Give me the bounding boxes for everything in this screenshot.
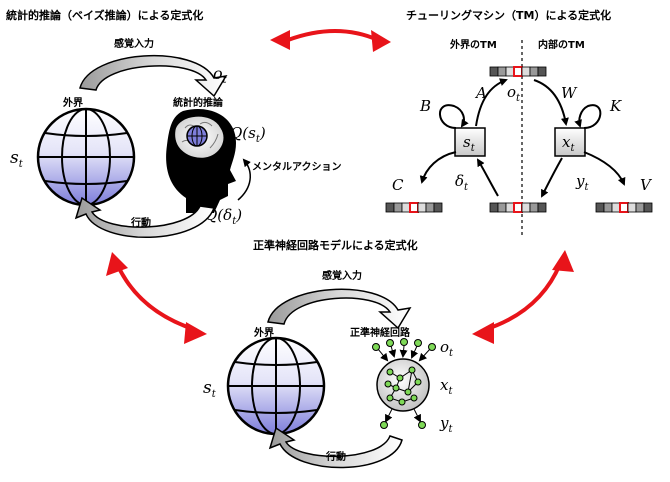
neural-sensory-arrow [267, 288, 412, 330]
tm-obs-symbol: ot [507, 83, 521, 104]
tm-tape-bottom-center [489, 202, 547, 213]
neural-circuit-icon [372, 338, 436, 429]
tm-panel: チューリングマシン（TM）による定式化 外界のTM 内部のTM [385, 8, 653, 238]
mental-action-label: メンタルアクション [252, 161, 342, 173]
sensory-input-arrow [79, 54, 228, 98]
red-arrow-right [472, 250, 574, 344]
svg-text:st: st [463, 133, 476, 154]
external-state-box: st [454, 127, 486, 157]
tm-arrows [419, 78, 626, 198]
neural-title: 正準神経回路モデルによる定式化 [253, 238, 418, 252]
state-symbol: st [10, 148, 24, 170]
tm-tape-bottom-right [595, 202, 653, 213]
bayes-panel: 統計的推論（ベイズ推論）による定式化 感覚入力 外界 統計的推論 ot st Q… [6, 8, 342, 238]
tm-label-V: V [640, 176, 653, 194]
neural-state-symbol: st [203, 378, 217, 400]
svg-text:xt: xt [562, 133, 575, 154]
neural-world-label: 外界 [253, 326, 274, 339]
tm-label-C: C [392, 176, 404, 194]
red-link-arrows [106, 29, 574, 344]
tm-y-symbol: yt [575, 172, 589, 193]
bayes-title: 統計的推論（ベイズ推論）による定式化 [6, 8, 203, 22]
world-globe-icon [36, 107, 136, 207]
sensory-input-label: 感覚入力 [114, 37, 154, 50]
internal-state-box: xt [554, 127, 586, 157]
neural-panel: 正準神経回路モデルによる定式化 感覚入力 外界 正準神経回路 st [203, 238, 454, 469]
neural-sensory-label: 感覚入力 [322, 269, 362, 282]
tm-tape-top [489, 66, 547, 77]
neural-x-symbol: xt [440, 376, 453, 397]
tm-label-B: B [419, 97, 431, 115]
neural-obs-symbol: ot [440, 338, 454, 359]
action-label: 行動 [130, 216, 151, 229]
inference-label: 統計的推論 [173, 96, 224, 109]
external-tm-label: 外界のTM [449, 38, 497, 51]
head-silhouette-icon [166, 109, 236, 213]
world-label: 外界 [62, 96, 83, 109]
neural-y-symbol: yt [439, 414, 453, 435]
tm-delta-symbol: δt [455, 172, 469, 193]
mental-action-arrow [237, 158, 251, 201]
internal-tm-label: 内部のTM [538, 38, 585, 51]
neural-action-label: 行動 [325, 450, 346, 463]
circuit-label: 正準神経回路 [350, 326, 411, 339]
mini-globe-icon [186, 125, 208, 147]
tm-label-A: A [474, 84, 487, 102]
red-arrow-top [270, 29, 391, 52]
neural-world-globe-icon [226, 336, 326, 436]
action-arrow [74, 196, 216, 238]
q-state-label: Q(st) [230, 124, 266, 145]
tm-label-W: W [561, 84, 578, 102]
tm-tape-bottom-left [385, 202, 443, 213]
obs-symbol: ot [213, 64, 228, 86]
red-arrow-left [106, 252, 207, 344]
tm-label-K: K [609, 97, 622, 115]
neural-action-arrow [268, 426, 403, 469]
tm-title: チューリングマシン（TM）による定式化 [406, 8, 611, 22]
